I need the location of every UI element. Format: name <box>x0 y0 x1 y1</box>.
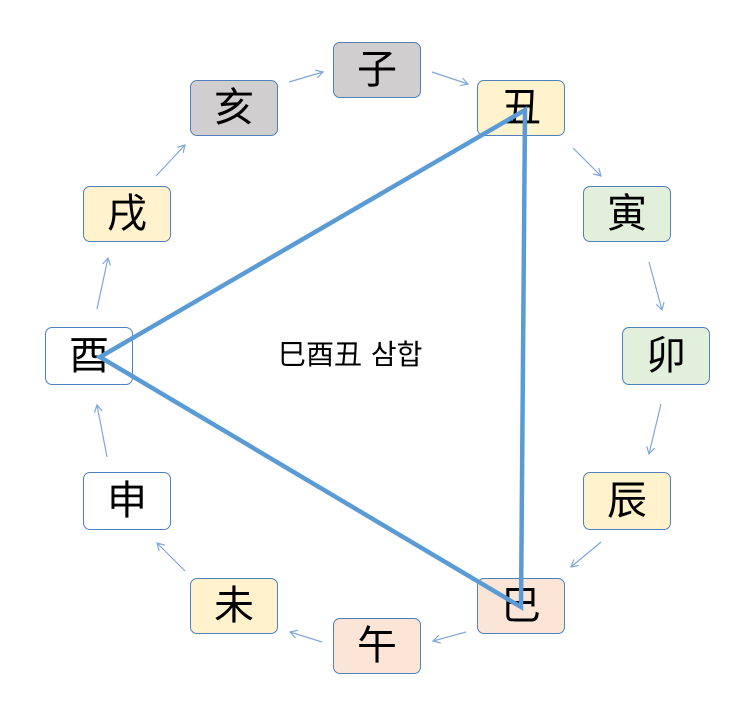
cycle-arrow-1 <box>288 69 325 83</box>
node-si: 巳 <box>477 578 565 634</box>
cycle-arrow-9 <box>156 542 186 572</box>
triangle-outline <box>95 106 528 611</box>
node-yin: 寅 <box>583 186 671 242</box>
cycle-arrow-12 <box>155 144 186 177</box>
node-shen: 申 <box>83 472 171 530</box>
node-hai: 亥 <box>190 80 278 136</box>
center-label: 巳酉丑 삼합 <box>278 338 423 371</box>
node-label-zi: 子 <box>357 47 397 93</box>
node-wei: 未 <box>190 578 278 634</box>
node-label-wei: 未 <box>214 583 254 629</box>
cycle-arrow-2 <box>431 71 470 87</box>
node-xu: 戌 <box>83 186 171 242</box>
node-label-yin: 寅 <box>607 191 647 237</box>
node-mao: 卯 <box>622 327 710 385</box>
cycle-arrow-3 <box>572 147 602 177</box>
cycle-arrow-6 <box>570 541 602 568</box>
node-label-xu: 戌 <box>107 191 147 237</box>
node-label-chen: 辰 <box>607 478 647 524</box>
cycle-arrow-8 <box>288 629 323 643</box>
node-label-hai: 亥 <box>214 85 254 131</box>
node-chen: 辰 <box>583 472 671 530</box>
cycle-arrow-10 <box>93 403 108 458</box>
cycle-arrow-7 <box>431 631 467 644</box>
cycle-arrow-4 <box>648 261 665 312</box>
node-label-wu: 午 <box>357 623 397 669</box>
node-label-shen: 申 <box>107 478 147 524</box>
node-you: 酉 <box>45 327 133 385</box>
cycle-arrow-5 <box>646 403 662 456</box>
node-label-mao: 卯 <box>646 333 686 379</box>
node-zi: 子 <box>333 42 421 98</box>
node-wu: 午 <box>333 618 421 674</box>
cycle-arrow-11 <box>96 256 112 310</box>
